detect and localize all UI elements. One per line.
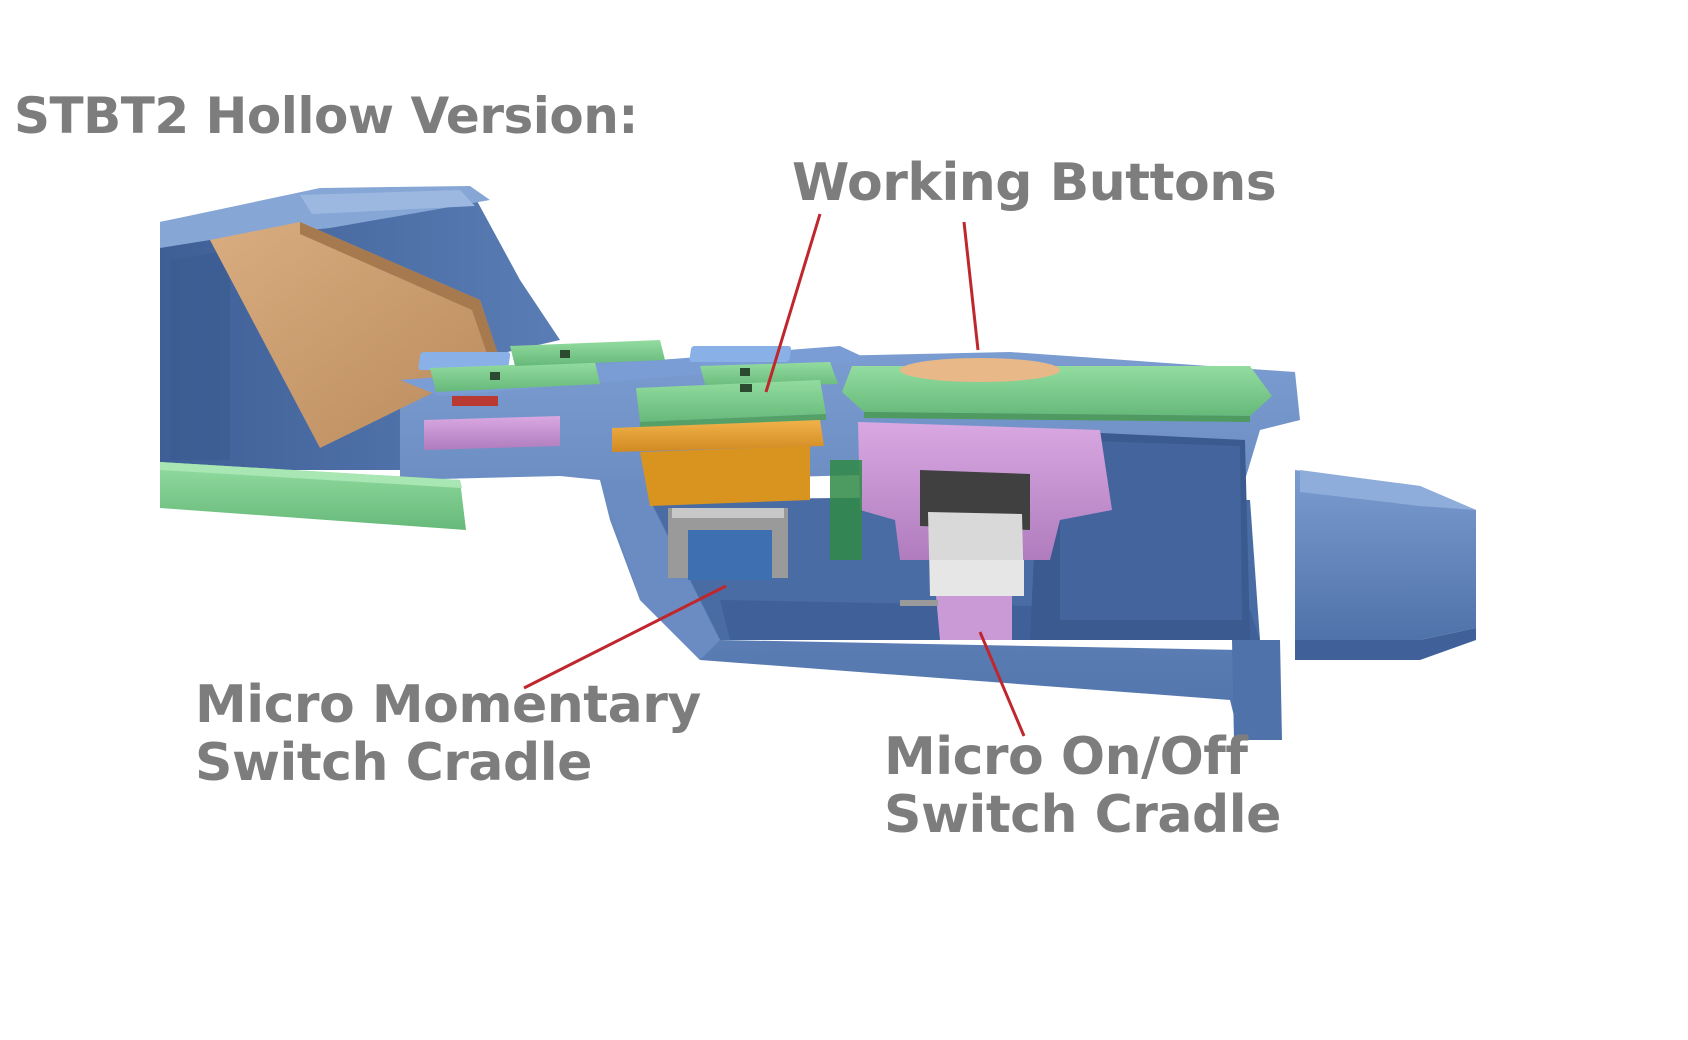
left-cradle bbox=[424, 396, 560, 450]
diagram-title: STBT2 Hollow Version: bbox=[14, 87, 638, 145]
label-micro-onoff: Micro On/Off Switch Cradle bbox=[884, 727, 1281, 846]
label-micro-onoff-line1: Micro On/Off bbox=[884, 727, 1248, 787]
label-working-buttons: Working Buttons bbox=[792, 153, 1277, 213]
onoff-button bbox=[830, 358, 1272, 640]
momentary-button bbox=[612, 380, 826, 580]
leader-working-left bbox=[764, 213, 822, 393]
leader-momentary bbox=[523, 584, 727, 690]
label-micro-momentary-line1: Micro Momentary bbox=[195, 675, 701, 735]
leader-working-right bbox=[962, 221, 980, 351]
tan-pad bbox=[210, 222, 500, 448]
leader-lines bbox=[523, 213, 1026, 737]
label-micro-momentary: Micro Momentary Switch Cradle bbox=[195, 675, 701, 794]
label-micro-onoff-line2: Switch Cradle bbox=[884, 785, 1281, 846]
green-rail bbox=[160, 462, 466, 530]
label-micro-momentary-line2: Switch Cradle bbox=[195, 733, 592, 794]
leader-onoff bbox=[978, 631, 1026, 737]
